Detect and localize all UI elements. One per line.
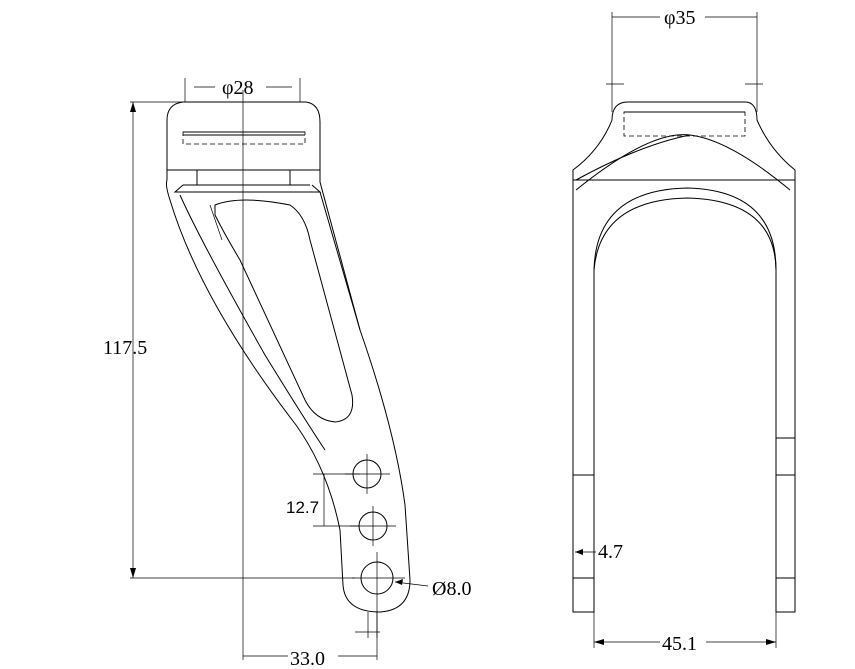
side-view [130, 78, 429, 660]
dim-side-hole-diameter: Ø8.0 [432, 578, 471, 600]
dim-front-width: 45.1 [662, 633, 697, 655]
dim-side-top-diameter: φ28 [222, 77, 254, 99]
front-view-outline [572, 101, 796, 613]
dim-side-offset: 33.0 [290, 648, 325, 669]
side-view-slot [214, 199, 354, 423]
dim-side-hole-spacing: 12.7 [286, 498, 319, 517]
side-view-outline [165, 101, 411, 613]
dim-front-thickness: 4.7 [598, 541, 623, 563]
dim-side-height: 117.5 [103, 337, 147, 359]
dim-front-top-diameter: φ35 [664, 7, 696, 29]
front-view [572, 12, 796, 648]
